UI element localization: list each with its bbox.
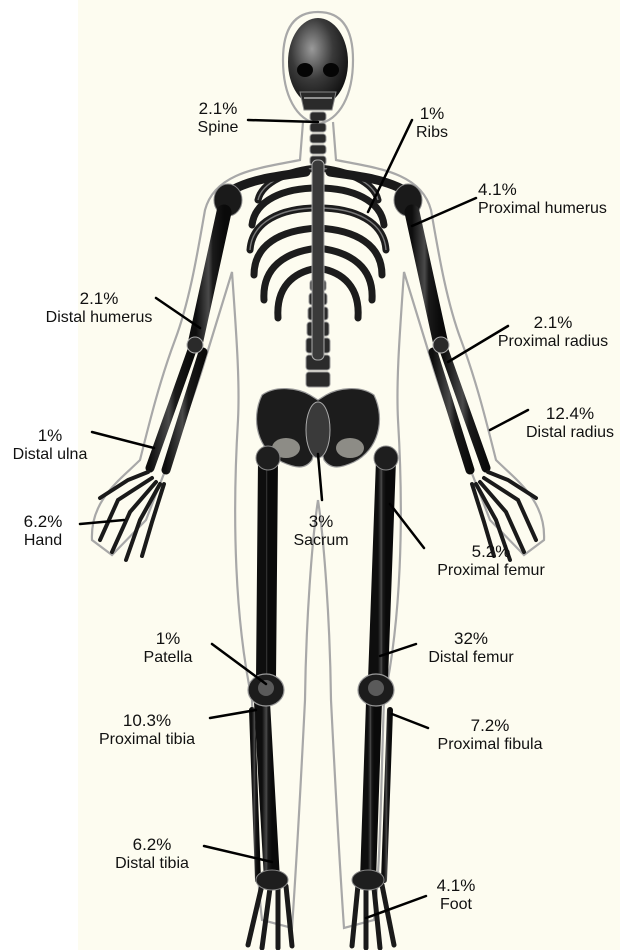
label-patella: 1% Patella xyxy=(132,629,204,667)
label-distal-tibia-percent: 6.2% xyxy=(100,835,204,854)
label-proximal-fibula: 7.2% Proximal fibula xyxy=(420,716,560,754)
label-distal-tibia: 6.2% Distal tibia xyxy=(100,835,204,873)
label-foot-percent: 4.1% xyxy=(426,876,486,895)
label-distal-femur: 32% Distal femur xyxy=(410,629,532,667)
label-proximal-fibula-percent: 7.2% xyxy=(420,716,560,735)
label-distal-humerus-name: Distal humerus xyxy=(20,308,178,327)
label-spine-name: Spine xyxy=(190,118,246,137)
label-proximal-tibia: 10.3% Proximal tibia xyxy=(82,711,212,749)
label-distal-radius-name: Distal radius xyxy=(508,423,632,442)
label-proximal-radius-name: Proximal radius xyxy=(478,332,628,351)
label-patella-percent: 1% xyxy=(132,629,204,648)
label-sacrum: 3% Sacrum xyxy=(286,512,356,550)
label-patella-name: Patella xyxy=(132,648,204,667)
label-sacrum-percent: 3% xyxy=(286,512,356,531)
label-foot-name: Foot xyxy=(426,895,486,914)
label-proximal-fibula-name: Proximal fibula xyxy=(420,735,560,754)
label-distal-ulna: 1% Distal ulna xyxy=(4,426,96,464)
label-distal-tibia-name: Distal tibia xyxy=(100,854,204,873)
label-distal-femur-percent: 32% xyxy=(410,629,532,648)
label-distal-ulna-percent: 1% xyxy=(4,426,96,445)
label-hand-percent: 6.2% xyxy=(14,512,72,531)
label-foot: 4.1% Foot xyxy=(426,876,486,914)
label-distal-radius: 12.4% Distal radius xyxy=(508,404,632,442)
label-proximal-humerus-percent: 4.1% xyxy=(478,180,607,199)
label-distal-ulna-name: Distal ulna xyxy=(4,445,96,464)
label-proximal-femur-name: Proximal femur xyxy=(420,561,562,580)
label-proximal-humerus-name: Proximal humerus xyxy=(478,199,607,218)
label-hand-name: Hand xyxy=(14,531,72,550)
label-spine: 2.1% Spine xyxy=(190,99,246,137)
label-distal-radius-percent: 12.4% xyxy=(508,404,632,423)
background-panel xyxy=(78,0,620,950)
label-proximal-femur-percent: 5.2% xyxy=(420,542,562,561)
label-proximal-humerus: 4.1% Proximal humerus xyxy=(478,180,607,218)
label-proximal-tibia-percent: 10.3% xyxy=(82,711,212,730)
label-proximal-femur: 5.2% Proximal femur xyxy=(420,542,562,580)
label-distal-femur-name: Distal femur xyxy=(410,648,532,667)
sacrum-bone xyxy=(306,402,330,458)
label-spine-percent: 2.1% xyxy=(190,99,246,118)
label-sacrum-name: Sacrum xyxy=(286,531,356,550)
label-ribs-percent: 1% xyxy=(410,104,454,123)
label-ribs-name: Ribs xyxy=(410,123,454,142)
label-distal-humerus-percent: 2.1% xyxy=(20,289,178,308)
label-proximal-radius: 2.1% Proximal radius xyxy=(478,313,628,351)
label-distal-humerus: 2.1% Distal humerus xyxy=(20,289,178,327)
sternum xyxy=(312,160,324,360)
label-hand: 6.2% Hand xyxy=(14,512,72,550)
label-ribs: 1% Ribs xyxy=(410,104,454,142)
label-proximal-tibia-name: Proximal tibia xyxy=(82,730,212,749)
label-proximal-radius-percent: 2.1% xyxy=(478,313,628,332)
